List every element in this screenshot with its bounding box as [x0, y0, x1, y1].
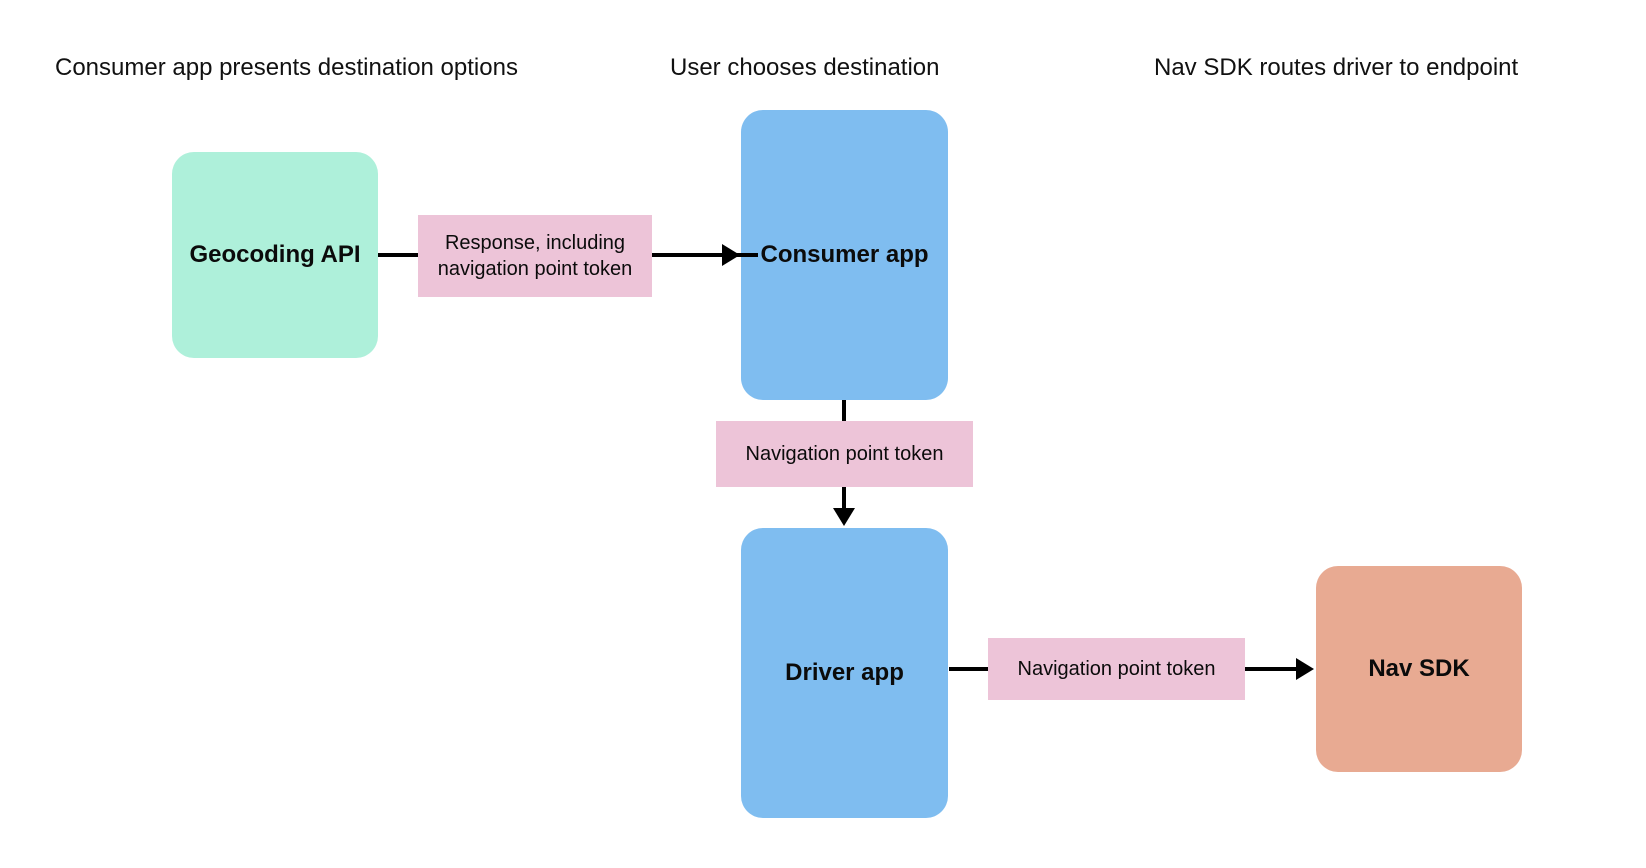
- node-consumer-app[interactable]: Consumer app: [741, 110, 948, 400]
- edge-label-navigation-point-token-vertical: Navigation point token: [716, 421, 973, 487]
- edge-label-1-text: Response, including navigation point tok…: [437, 232, 633, 280]
- column-header-user-chooses-destination: User chooses destination: [670, 54, 940, 81]
- arrowhead-consumer-to-driver: [833, 508, 855, 526]
- edge-label-navigation-point-token-horizontal: Navigation point token: [988, 638, 1245, 700]
- node-geocoding-api[interactable]: Geocoding API: [172, 152, 378, 358]
- arrowhead-driver-to-navsdk: [1296, 658, 1314, 680]
- column-header-nav-sdk-routes-driver: Nav SDK routes driver to endpoint: [1154, 54, 1519, 81]
- edge-label-3-text: Navigation point token: [1017, 658, 1216, 680]
- edge-label-response-including-navigation-point-token: Response, including navigation point tok…: [418, 215, 652, 297]
- node-driver-app[interactable]: Driver app: [741, 528, 948, 818]
- column-header-consumer-app-presents: Consumer app presents destination option…: [55, 54, 518, 81]
- node-nav-sdk-label: Nav SDK: [1368, 654, 1470, 682]
- node-geocoding-api-label: Geocoding API: [189, 240, 361, 268]
- node-nav-sdk[interactable]: Nav SDK: [1316, 566, 1522, 772]
- node-driver-app-label: Driver app: [785, 658, 904, 686]
- edge-label-2-text: Navigation point token: [745, 443, 944, 465]
- arrowhead-geocoding-to-consumer: [722, 244, 740, 266]
- node-consumer-app-label: Consumer app: [760, 240, 929, 268]
